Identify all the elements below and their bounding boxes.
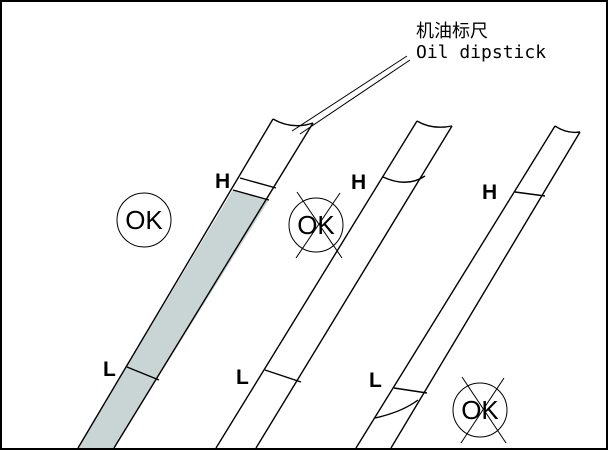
callout-leader-line-2 (299, 59, 411, 135)
dipstick-2-l-label: L (236, 366, 249, 389)
dipstick-1-l-label: L (103, 358, 116, 381)
ok-badge-2-cross-a (296, 191, 343, 259)
dipstick-2-left-edge (215, 120, 418, 448)
dipstick-1-h-mark-2 (239, 177, 277, 189)
ok-badge-3-text: OK (461, 395, 499, 425)
dipstick-1-h-mark (232, 189, 270, 201)
ok-badge-3-circle (452, 382, 508, 438)
ok-badge-2-cross-b (295, 192, 341, 259)
callout-label-en: Oil dipstick (416, 41, 547, 63)
ok-badge-3-cross-a (461, 376, 507, 444)
dipstick-3 (355, 125, 581, 448)
dipstick-3-l-label: L (369, 369, 382, 392)
callout-leader-line (291, 55, 408, 132)
callout-label: 机油标尺 Oil dipstick (416, 21, 547, 63)
ok-badge-1-text: OK (125, 205, 163, 235)
dipstick-2-tip (416, 120, 453, 128)
dipstick-2-l-mark (264, 369, 302, 383)
dipstick-1-left-edge (77, 118, 274, 448)
dipstick-2-right-edge (255, 125, 453, 448)
dipstick-3-right-edge (390, 131, 581, 448)
ok-badge-2-text: OK (297, 210, 335, 240)
dipstick-1-right-edge (113, 122, 314, 448)
dipstick-3-h-mark (514, 191, 546, 197)
callout-label-cn: 机油标尺 (416, 21, 488, 42)
ok-badge-3-cross-b (460, 377, 505, 444)
dipstick-3-l-mark (393, 387, 428, 394)
dipstick-2 (215, 120, 453, 448)
ok-badge-1-circle (116, 192, 172, 248)
dipstick-2-oil-surface (382, 175, 426, 183)
ok-badge-2-circle (288, 197, 344, 253)
dipstick-3-left-edge (355, 125, 556, 448)
dipstick-1-oil-fill (78, 190, 269, 448)
ok-badge-3-circle-group (452, 376, 508, 444)
dipstick-3-h-label: H (482, 181, 498, 204)
ok-badge-2-circle-group (288, 191, 344, 259)
dipstick-1-h-label: H (215, 170, 231, 193)
dipstick-1 (77, 118, 314, 448)
dipstick-1-tip (272, 118, 314, 127)
dipstick-2-h-label: H (351, 171, 367, 194)
dipstick-3-tip (554, 125, 581, 134)
dipstick-3-oil-surface (374, 399, 419, 419)
dipstick-1-l-mark (126, 366, 160, 381)
